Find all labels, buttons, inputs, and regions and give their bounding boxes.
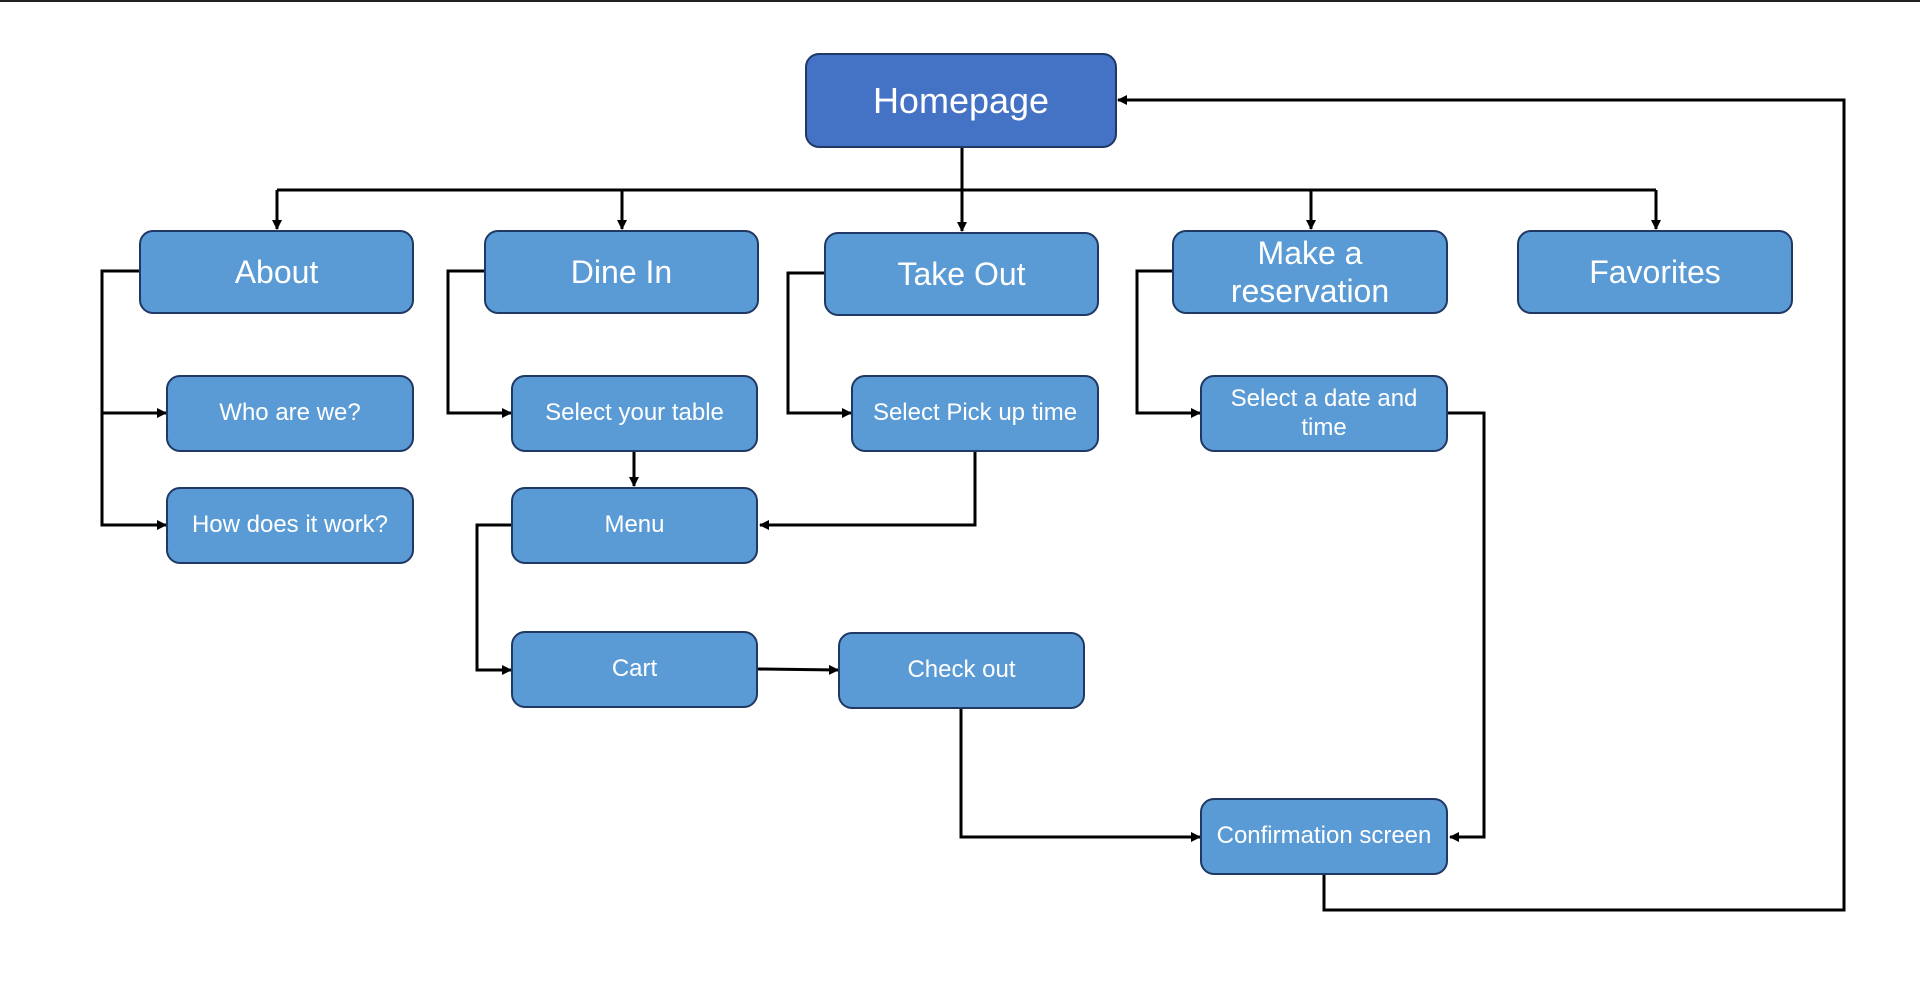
dine-in-node: Dine In <box>484 230 759 314</box>
homepage-node: Homepage <box>805 53 1117 148</box>
connector-menu-to-cart <box>475 523 512 675</box>
homepage-label: Homepage <box>872 79 1050 121</box>
connector-dine-in-to-table <box>446 269 512 418</box>
menu-label: Menu <box>604 511 665 539</box>
cart-label: Cart <box>611 655 658 683</box>
connector-about-to-how <box>100 413 167 530</box>
connector-take-out-to-pickup <box>786 271 852 418</box>
take-out-label: Take Out <box>897 255 1026 292</box>
confirmation-node: Confirmation screen <box>1200 798 1448 875</box>
connector-cart-to-checkout <box>757 664 839 675</box>
take-out-node: Take Out <box>824 232 1099 316</box>
favorites-node: Favorites <box>1517 230 1793 314</box>
select-date-node: Select a date and time <box>1200 375 1448 452</box>
top-border-line <box>0 0 1920 2</box>
who-are-we-node: Who are we? <box>166 375 414 452</box>
connector-confirmation-to-homepage <box>1117 95 1846 912</box>
menu-node: Menu <box>511 487 758 564</box>
favorites-label: Favorites <box>1589 253 1721 290</box>
who-are-we-label: Who are we? <box>219 399 361 427</box>
check-out-node: Check out <box>838 632 1085 709</box>
how-does-it-work-label: How does it work? <box>191 511 389 539</box>
connector-pickup-to-menu <box>759 450 977 530</box>
reservation-node: Make a reservation <box>1172 230 1448 314</box>
check-out-label: Check out <box>907 656 1016 684</box>
confirmation-label: Confirmation screen <box>1216 822 1432 850</box>
dine-in-label: Dine In <box>570 253 673 290</box>
connector-checkout-to-confirmation <box>959 708 1201 842</box>
about-node: About <box>139 230 414 314</box>
select-pickup-label: Select Pick up time <box>872 399 1078 427</box>
connector-about-to-who <box>100 269 167 418</box>
select-pickup-node: Select Pick up time <box>851 375 1099 452</box>
about-label: About <box>234 253 319 290</box>
select-table-node: Select your table <box>511 375 758 452</box>
select-date-label: Select a date and time <box>1230 384 1418 441</box>
connector-date-to-confirmation <box>1447 411 1486 842</box>
how-does-it-work-node: How does it work? <box>166 487 414 564</box>
reservation-label: Make a reservation <box>1230 234 1390 309</box>
select-table-label: Select your table <box>545 399 724 427</box>
connector-reservation-to-date <box>1135 269 1201 418</box>
cart-node: Cart <box>511 631 758 708</box>
